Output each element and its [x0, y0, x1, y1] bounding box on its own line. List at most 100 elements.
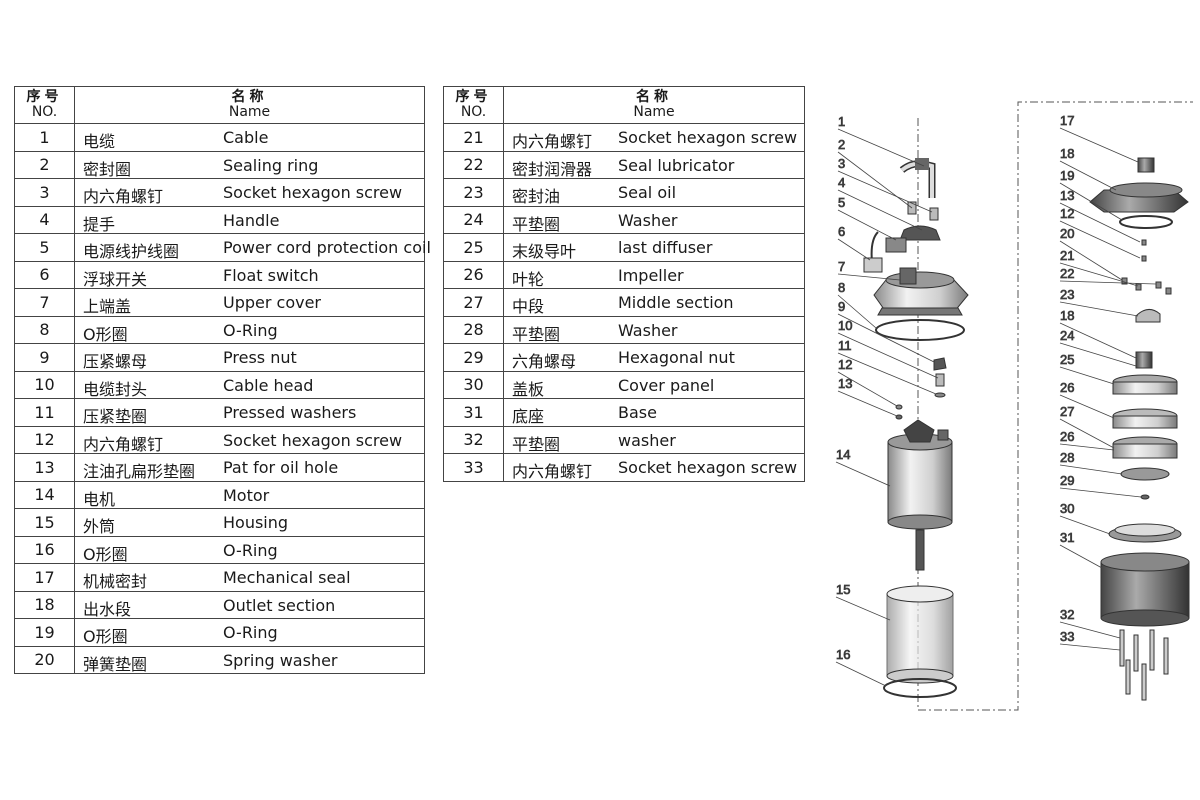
part-name-en: Pat for oil hole: [223, 458, 339, 477]
leader-line: [1059, 240, 1123, 281]
part-name-zh: 出水段: [83, 599, 132, 619]
outlet-section-18b: [1135, 351, 1153, 369]
leader-line: [1059, 262, 1139, 287]
leader-line: [835, 461, 891, 487]
callout-label: 9: [838, 299, 845, 314]
callout-label: 23: [1060, 287, 1074, 302]
part-number: 4: [14, 205, 75, 234]
leader-line: [1059, 394, 1115, 419]
part-number: 15: [14, 508, 75, 537]
callout-label: 32: [1060, 607, 1074, 622]
part-name-en: last diffuser: [618, 238, 713, 257]
part-name-cell: 压紧螺母 Press nut: [74, 343, 425, 372]
leader-line: [1059, 366, 1115, 385]
part-name-zh: O形圈: [83, 544, 128, 564]
callout-label: 22: [1060, 266, 1074, 281]
callout-label: 20: [1060, 226, 1074, 241]
part-number: 26: [443, 260, 504, 289]
leader-line: [837, 189, 923, 231]
part-number: 1: [14, 123, 75, 152]
part-number: 33: [443, 453, 504, 482]
part-name-en: Press nut: [223, 348, 297, 367]
leader-line: [1059, 280, 1157, 285]
leader-line: [835, 596, 891, 621]
part-name-zh: 内六角螺钉: [83, 187, 164, 206]
small-fasteners: [1121, 239, 1172, 295]
callout-label: 31: [1060, 530, 1074, 545]
cable-part: [899, 158, 936, 198]
part-name-zh: 电源线护线圈: [83, 242, 180, 261]
part-name-cell: 机械密封 Mechanical seal: [74, 563, 425, 592]
part-name-zh: 内六角螺钉: [512, 462, 593, 481]
part-name-zh: 机械密封: [83, 572, 148, 591]
callout-label: 6: [838, 224, 845, 239]
part-name-zh: 底座: [512, 407, 545, 426]
callout-label: 7: [838, 259, 845, 274]
part-name-en: Power cord protection coil: [223, 238, 431, 257]
callout-label: 8: [838, 280, 845, 295]
part-number: 25: [443, 233, 504, 262]
right-callouts: 1718191312202122231824252627262829303132…: [1059, 113, 1157, 651]
table-row: 9 压紧螺母 Press nut: [14, 343, 425, 372]
part-name-zh: 浮球开关: [83, 269, 148, 289]
leader-line: [837, 352, 937, 395]
part-name-zh: 内六角螺钉: [83, 434, 164, 454]
part-name-en: Mechanical seal: [223, 568, 351, 587]
part-number: 16: [14, 535, 75, 564]
callout-label: 11: [838, 338, 852, 353]
part-number: 8: [14, 315, 75, 344]
callout-label: 30: [1060, 501, 1074, 516]
part-name-en: Seal oil: [618, 183, 677, 202]
part-name-en: Housing: [223, 513, 289, 532]
leader-line: [837, 151, 913, 209]
part-name-en: Washer: [618, 210, 678, 230]
leader-line: [1059, 621, 1121, 639]
part-name-en: Socket hexagon screw: [223, 430, 403, 450]
part-name-zh: 上端盖: [83, 297, 132, 316]
bolts-part: [1119, 629, 1169, 701]
leader-line: [837, 313, 935, 363]
callout-label: 21: [1060, 248, 1074, 263]
seal-lubricator-part: [1135, 309, 1161, 323]
o-ring-16: [883, 678, 957, 698]
callout-label: 5: [838, 195, 845, 210]
part-name-zh: 压紧螺母: [83, 352, 148, 371]
leader-line: [1059, 182, 1123, 221]
part-name-zh: 电缆封头: [83, 379, 148, 399]
part-number: 19: [14, 618, 75, 647]
callout-label: 29: [1060, 473, 1074, 488]
part-number: 32: [443, 425, 504, 454]
part-name-zh: 叶轮: [512, 269, 545, 289]
part-name-en: Pressed washers: [223, 403, 357, 422]
part-number: 9: [14, 343, 75, 372]
part-name-en: Sealing ring: [223, 155, 319, 175]
part-number: 13: [14, 453, 75, 482]
assembly-frame: [917, 101, 1193, 711]
part-number: 29: [443, 343, 504, 372]
part-name-en: Cable: [223, 128, 269, 147]
part-name-zh: 密封圈: [83, 159, 132, 179]
part-name-cell: 内六角螺钉 Socket hexagon screw: [74, 425, 425, 454]
